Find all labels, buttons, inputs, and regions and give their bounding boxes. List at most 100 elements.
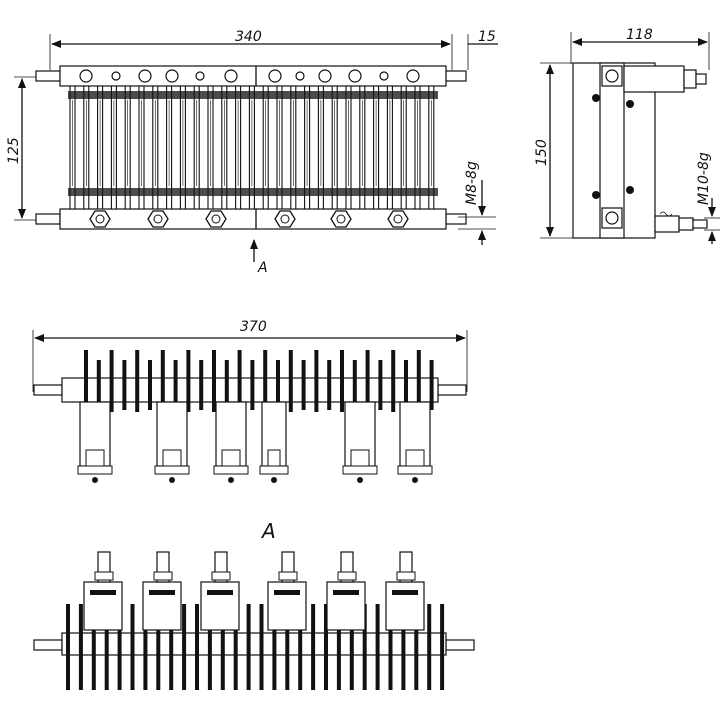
- fin: [195, 604, 199, 690]
- bracket: [326, 581, 366, 631]
- thread-m10: M10-8g: [696, 152, 712, 205]
- fin: [298, 604, 303, 690]
- fin: [182, 604, 187, 690]
- fin: [199, 360, 204, 410]
- base-bolt: [271, 477, 277, 483]
- view-a-label: А: [260, 519, 276, 543]
- fin: [301, 360, 306, 410]
- fin: [311, 604, 316, 690]
- base-bolt: [92, 477, 98, 483]
- nut-hole: [336, 214, 346, 224]
- fin: [416, 350, 421, 412]
- fin: [173, 360, 178, 410]
- fin: [122, 360, 127, 410]
- fin: [427, 604, 432, 690]
- terminal: [221, 449, 241, 467]
- bracket: [142, 581, 182, 631]
- busbar-hole: [348, 69, 362, 83]
- clamp: [392, 590, 418, 595]
- fin: [314, 350, 319, 412]
- fin: [388, 604, 393, 690]
- fin: [91, 604, 96, 690]
- fin: [263, 350, 268, 412]
- fin: [220, 604, 225, 690]
- busbar-hole: [224, 69, 238, 83]
- clamp: [90, 590, 116, 595]
- busbar-hole: [406, 69, 420, 83]
- base-nut: [77, 465, 113, 475]
- fin: [414, 604, 419, 690]
- nut: [94, 571, 114, 581]
- fin: [288, 350, 293, 412]
- nut: [337, 571, 357, 581]
- fin: [233, 604, 238, 690]
- thread-m8: M8-8g: [464, 161, 480, 205]
- fin: [391, 350, 396, 412]
- top-view: 370: [32, 319, 468, 483]
- fin: [246, 604, 251, 690]
- busbar-hole: [295, 71, 305, 81]
- terminal: [267, 449, 281, 467]
- fin: [250, 360, 255, 410]
- side-view: 118 150 M10-8g: [534, 27, 720, 244]
- fin: [117, 604, 122, 690]
- busbar-hole: [111, 71, 121, 81]
- base-nut: [259, 465, 289, 475]
- dim-340: 340: [235, 29, 262, 45]
- fin: [276, 360, 280, 410]
- terminal: [405, 449, 425, 467]
- busbar-hole: [138, 69, 152, 83]
- fin: [109, 350, 114, 412]
- fin: [327, 360, 332, 410]
- terminal: [350, 449, 370, 467]
- busbar-hole: [268, 69, 282, 83]
- bracket: [83, 581, 123, 631]
- terminal: [85, 449, 105, 467]
- fin: [272, 604, 277, 690]
- fin: [66, 604, 70, 690]
- fin: [78, 604, 83, 690]
- dim-150: 150: [534, 139, 550, 166]
- base-bolt: [412, 477, 418, 483]
- bracket: [267, 581, 307, 631]
- busbar-hole: [318, 69, 332, 83]
- fin: [404, 360, 408, 410]
- base-nut: [342, 465, 378, 475]
- fin: [186, 350, 191, 412]
- fin: [365, 350, 370, 412]
- nut: [396, 571, 416, 581]
- fin: [378, 360, 383, 410]
- fin: [96, 360, 101, 410]
- nut-hole: [393, 214, 403, 224]
- bracket: [200, 581, 240, 631]
- clamp: [333, 590, 359, 595]
- fin: [224, 360, 229, 410]
- fin: [349, 604, 354, 690]
- fin: [237, 350, 242, 412]
- base-bolt: [357, 477, 363, 483]
- view-a: [33, 551, 475, 690]
- bracket: [399, 401, 431, 467]
- base-nut: [154, 465, 190, 475]
- busbar-hole: [79, 69, 93, 83]
- bracket: [385, 581, 425, 631]
- fin: [440, 604, 445, 690]
- arrow-a-label: А: [257, 260, 268, 276]
- clamp: [149, 590, 175, 595]
- fin: [259, 604, 264, 690]
- fin: [336, 604, 341, 690]
- fin: [340, 350, 344, 412]
- nut: [153, 571, 173, 581]
- nut: [211, 571, 231, 581]
- nut-hole: [153, 214, 163, 224]
- nut: [278, 571, 298, 581]
- dim-125: 125: [6, 137, 22, 164]
- fin: [285, 604, 290, 690]
- busbar-hole: [165, 69, 179, 83]
- dim-370: 370: [240, 319, 267, 335]
- clamp: [274, 590, 300, 595]
- fin: [160, 350, 165, 412]
- fin: [169, 604, 174, 690]
- fin: [324, 604, 328, 690]
- fin: [212, 350, 216, 412]
